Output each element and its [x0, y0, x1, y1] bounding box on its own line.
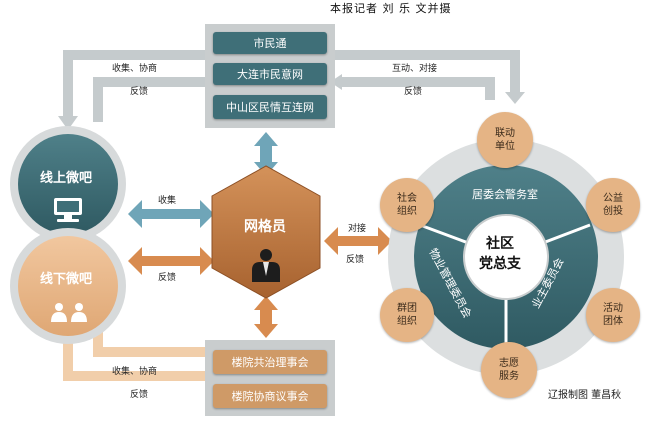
label-top-right-interact: 互动、对接: [392, 64, 438, 74]
top-left-flow-band: [63, 50, 205, 120]
community-center-circle: [463, 214, 549, 300]
left-feedback-arrowhead: [128, 247, 142, 275]
top-left-flow-arrowhead: [58, 116, 78, 130]
panel-item-building-governance-council: 楼院共治理事会: [213, 350, 327, 374]
satellite-public-welfare: 公益 创投: [586, 178, 640, 232]
label-bottom-left-feedback: 反馈: [130, 390, 149, 400]
grid-member-title: 网格员: [244, 219, 286, 235]
satellite-mass-organizations: 群团 组织: [380, 288, 434, 342]
online-bar-circle: [18, 134, 118, 234]
panel-item-dalian-public-opinion: 大连市民意网: [213, 63, 327, 85]
right-link-arrow-body: [336, 236, 380, 246]
panel-item-zhongshan-network: 中山区民情互连网: [213, 95, 327, 119]
label-mid-left-feedback: 反馈: [158, 273, 177, 283]
graphic-credit: 辽报制图 董昌秋: [548, 390, 622, 401]
grid-member-hexagon: [211, 165, 321, 299]
hex-bottom-arrow-down: [254, 324, 278, 338]
right-link-arrowhead-left: [324, 227, 338, 255]
label-top-right-feedback: 反馈: [404, 87, 423, 97]
byline: 本报记者 刘 乐 文并摄: [330, 2, 452, 15]
community-center-line1: 社区: [486, 236, 514, 252]
person-suit-icon: [252, 249, 280, 282]
offline-bar-circle: [18, 236, 118, 336]
right-link-arrowhead-right: [378, 227, 392, 255]
hex-top-connector: [260, 142, 272, 166]
panel-item-building-consultation-council: 楼院协商议事会: [213, 384, 327, 408]
label-mid-left-collect: 收集: [158, 196, 177, 206]
segment-neighborhood-committee: 居委会警务室: [472, 188, 538, 201]
label-top-left-feedback: 反馈: [130, 87, 149, 97]
top-right-feedback-band: [342, 77, 495, 100]
left-feedback-arrow-body: [140, 256, 202, 266]
top-right-flow-arrowhead: [505, 92, 525, 104]
top-left-feedback-band: [93, 77, 205, 122]
hex-bottom-connector: [260, 306, 272, 328]
bottom-left-feedback-band: [93, 330, 205, 357]
computer-monitor-icon: [54, 198, 82, 222]
satellite-volunteer-service: 志愿 服务: [481, 342, 537, 398]
label-mid-right-feedback: 反馈: [346, 255, 365, 265]
top-right-flow-band: [330, 50, 520, 95]
left-feedback-arrowhead-right: [200, 247, 214, 275]
panel-item-shiminotong: 市民通: [213, 32, 327, 54]
satellite-social-organizations: 社会 组织: [380, 178, 434, 232]
left-collect-arrow-body: [140, 209, 202, 219]
satellite-linked-units: 联动 单位: [477, 112, 533, 168]
offline-bar-title: 线下微吧: [40, 272, 93, 287]
hex-top-arrow-up: [254, 132, 278, 146]
top-right-feedback-arrowhead: [330, 74, 342, 90]
label-mid-right-link: 对接: [348, 224, 367, 234]
hex-bottom-arrow-up: [254, 296, 278, 310]
label-bottom-left-collect: 收集、协商: [112, 367, 158, 377]
left-collect-arrowhead: [128, 200, 142, 228]
community-center-line2: 党总支: [479, 256, 521, 272]
label-top-left-collect: 收集、协商: [112, 64, 158, 74]
online-bar-title: 线上微吧: [40, 171, 93, 186]
people-icon: [51, 303, 87, 322]
left-collect-arrowhead-right: [200, 200, 214, 228]
satellite-activity-groups: 活动 团体: [586, 288, 640, 342]
